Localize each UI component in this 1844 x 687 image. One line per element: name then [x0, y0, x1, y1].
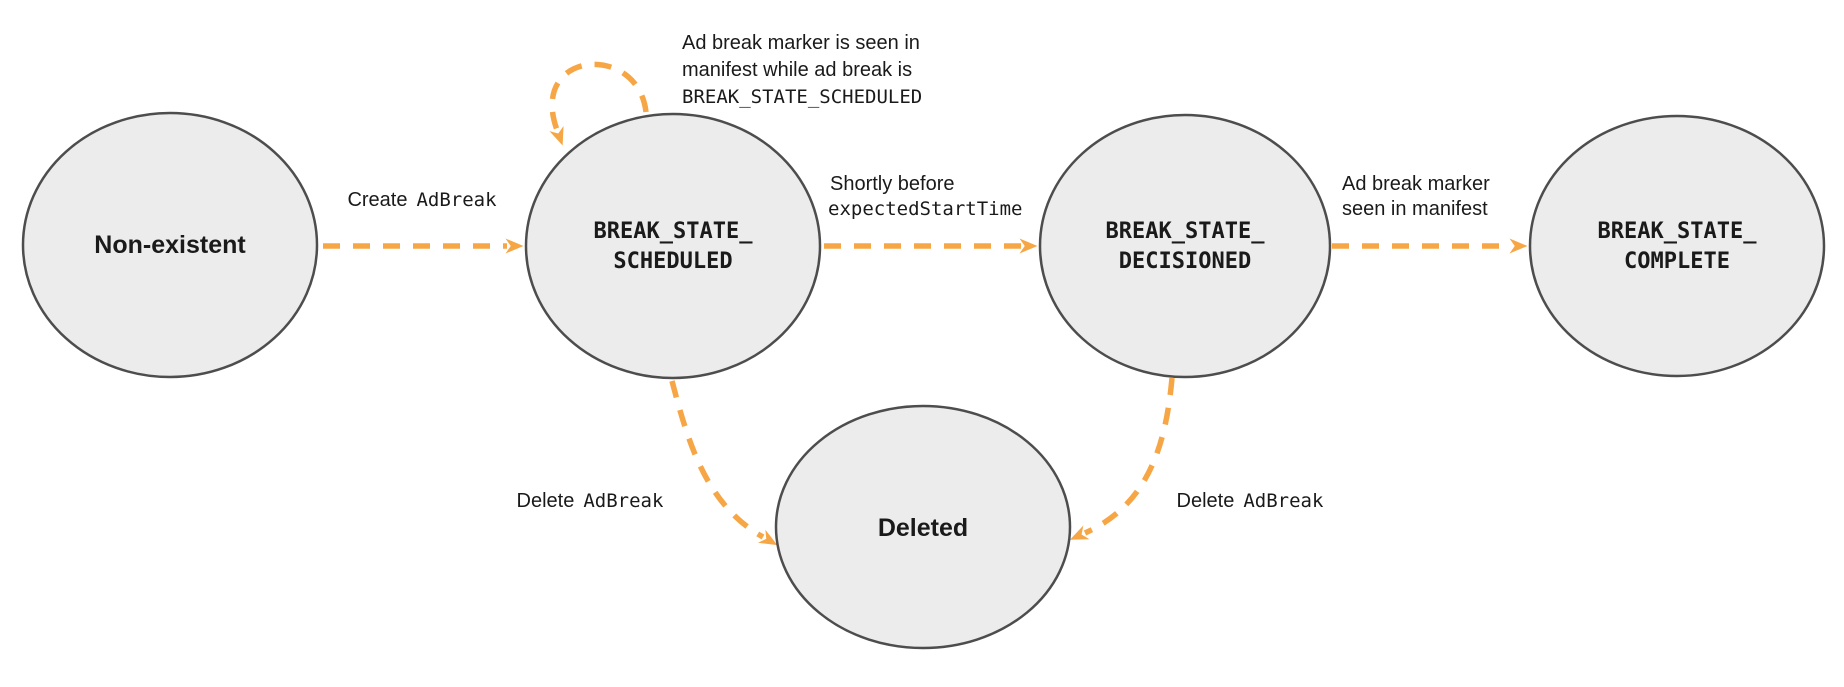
- edge-label-self-loop-line3: BREAK_STATE_SCHEDULED: [682, 86, 922, 108]
- edge-label-shortly-before: Shortly before: [830, 173, 955, 195]
- edge-scheduled-to-deleted-arrow: [669, 380, 778, 546]
- node-label-deleted: Deleted: [878, 514, 968, 542]
- node-label-complete-line2: COMPLETE: [1624, 249, 1730, 274]
- edge-label-delete-adbreak-left: Delete AdBreak: [517, 490, 664, 512]
- node-break-state-decisioned: [1038, 113, 1332, 379]
- node-label-complete-line1: BREAK_STATE_: [1598, 219, 1758, 244]
- edge-label-delete-left-plain: Delete: [517, 490, 575, 512]
- edge-label-delete-left-code: AdBreak: [583, 490, 664, 512]
- edge-decisioned-to-deleted-arrow: [1069, 377, 1175, 540]
- edge-label-delete-right-plain: Delete: [1177, 490, 1235, 512]
- node-label-scheduled-line2: SCHEDULED: [613, 249, 732, 274]
- node-label-scheduled-line1: BREAK_STATE_: [594, 219, 754, 244]
- edge-label-create-plain: Create: [347, 189, 407, 211]
- node-label-decisioned-line2: DECISIONED: [1119, 249, 1251, 274]
- edge-label-delete-right-code: AdBreak: [1243, 490, 1324, 512]
- node-break-state-complete: [1528, 114, 1826, 378]
- edge-label-marker-seen-line1: Ad break marker: [1342, 173, 1490, 195]
- node-break-state-scheduled: [524, 112, 822, 380]
- edge-label-self-loop-line2: manifest while ad break is: [682, 59, 912, 81]
- edge-label-create-code: AdBreak: [416, 189, 497, 211]
- node-label-decisioned-line1: BREAK_STATE_: [1106, 219, 1266, 244]
- edge-label-expected-start-time: expectedStartTime: [828, 198, 1022, 220]
- node-deleted: [774, 404, 1072, 650]
- edge-label-self-loop-line1: Ad break marker is seen in: [682, 32, 920, 54]
- node-non-existent: [21, 111, 319, 379]
- edge-label-create-adbreak: Create AdBreak: [347, 189, 497, 211]
- edge-label-delete-adbreak-right: Delete AdBreak: [1177, 490, 1324, 512]
- edge-label-marker-seen-line2: seen in manifest: [1342, 198, 1488, 220]
- node-label-non-existent: Non-existent: [94, 231, 246, 259]
